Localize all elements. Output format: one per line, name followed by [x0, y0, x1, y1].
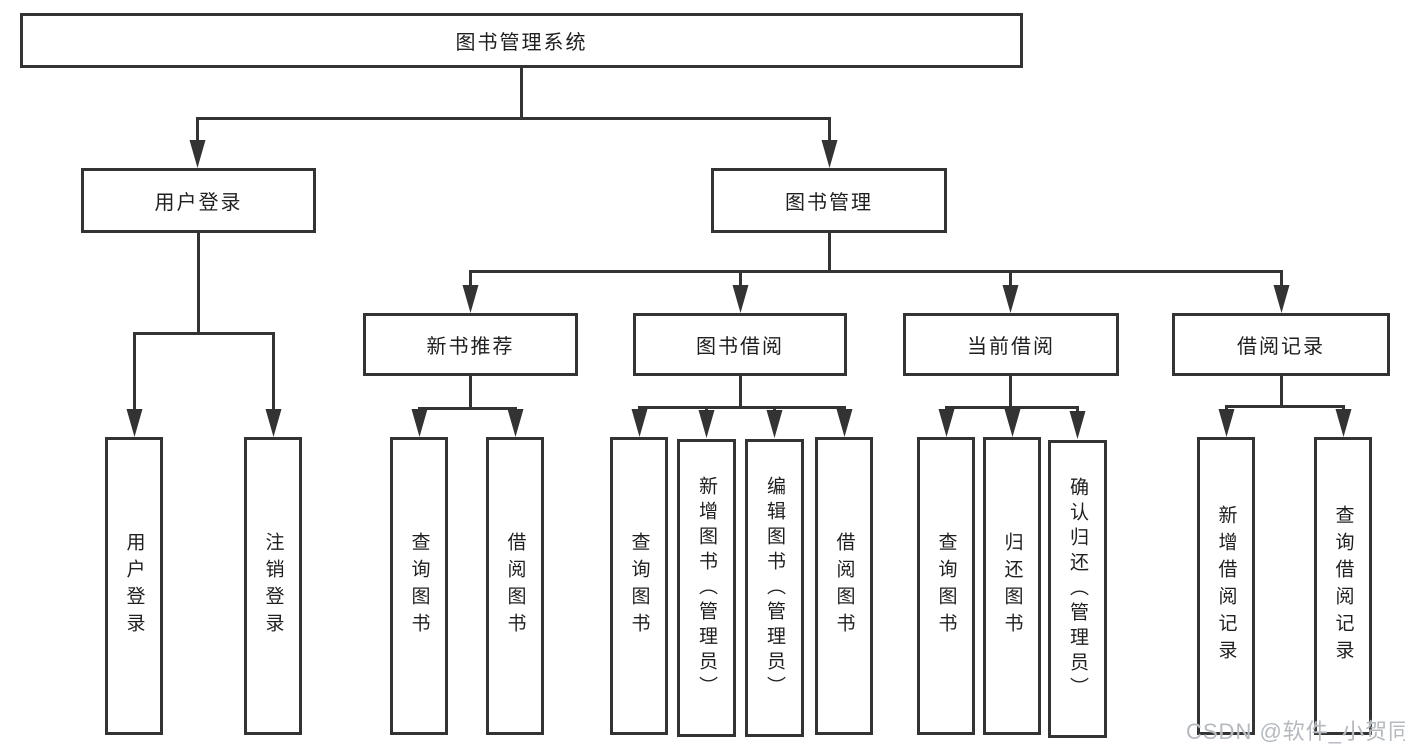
leaf-logout: 注销登录	[244, 437, 302, 735]
node-new-book-recommend: 新书推荐	[363, 313, 578, 376]
node-label: 新书推荐	[426, 336, 515, 358]
leaf-confirm-return-admin: 确认归还（管理员）	[1048, 440, 1107, 738]
leaf-label: 查询借阅记录	[1332, 505, 1354, 667]
leaf-label: 注销登录	[262, 532, 284, 640]
leaf-label: 借阅图书	[833, 532, 855, 640]
leaf-query-books-recommend: 查询图书	[390, 437, 448, 735]
leaf-user-login: 用户登录	[105, 437, 163, 735]
leaf-borrow-books-recommend: 借阅图书	[486, 437, 544, 735]
node-label: 借阅记录	[1237, 336, 1325, 358]
leaf-label: 借阅图书	[504, 532, 526, 640]
leaf-return-books: 归还图书	[983, 437, 1041, 735]
leaf-label: 查询图书	[628, 532, 650, 640]
node-book-management: 图书管理	[711, 168, 947, 233]
leaf-query-books-current: 查询图书	[917, 437, 975, 735]
node-label: 当前借阅	[967, 336, 1055, 358]
node-label: 图书管理	[785, 192, 873, 214]
leaf-add-borrow-record: 新增借阅记录	[1197, 437, 1255, 735]
node-label: 图书管理系统	[455, 32, 588, 54]
node-label: 用户登录	[154, 192, 243, 214]
leaf-label: 新增借阅记录	[1215, 505, 1237, 667]
node-library-management-system: 图书管理系统	[20, 13, 1023, 68]
node-borrow-records: 借阅记录	[1172, 313, 1390, 376]
leaf-borrow-books: 借阅图书	[815, 437, 873, 735]
leaf-label: 编辑图书（管理员）	[764, 475, 785, 701]
node-user-login: 用户登录	[81, 168, 316, 233]
leaf-label: 新增图书（管理员）	[696, 475, 717, 701]
leaf-query-borrow-record: 查询借阅记录	[1314, 437, 1372, 735]
leaf-label: 用户登录	[123, 532, 145, 640]
node-book-borrowing: 图书借阅	[633, 313, 847, 376]
leaf-label: 确认归还（管理员）	[1067, 476, 1088, 702]
leaf-label: 查询图书	[408, 532, 430, 640]
node-current-borrowing: 当前借阅	[903, 313, 1119, 376]
leaf-query-books-borrowing: 查询图书	[610, 437, 668, 735]
csdn-watermark: CSDN @软件_小贺同学	[1186, 719, 1405, 744]
leaf-label: 查询图书	[935, 532, 957, 640]
leaf-add-books-admin: 新增图书（管理员）	[677, 439, 736, 737]
leaf-label: 归还图书	[1001, 532, 1023, 640]
leaf-edit-books-admin: 编辑图书（管理员）	[745, 439, 804, 737]
node-label: 图书借阅	[696, 336, 784, 358]
